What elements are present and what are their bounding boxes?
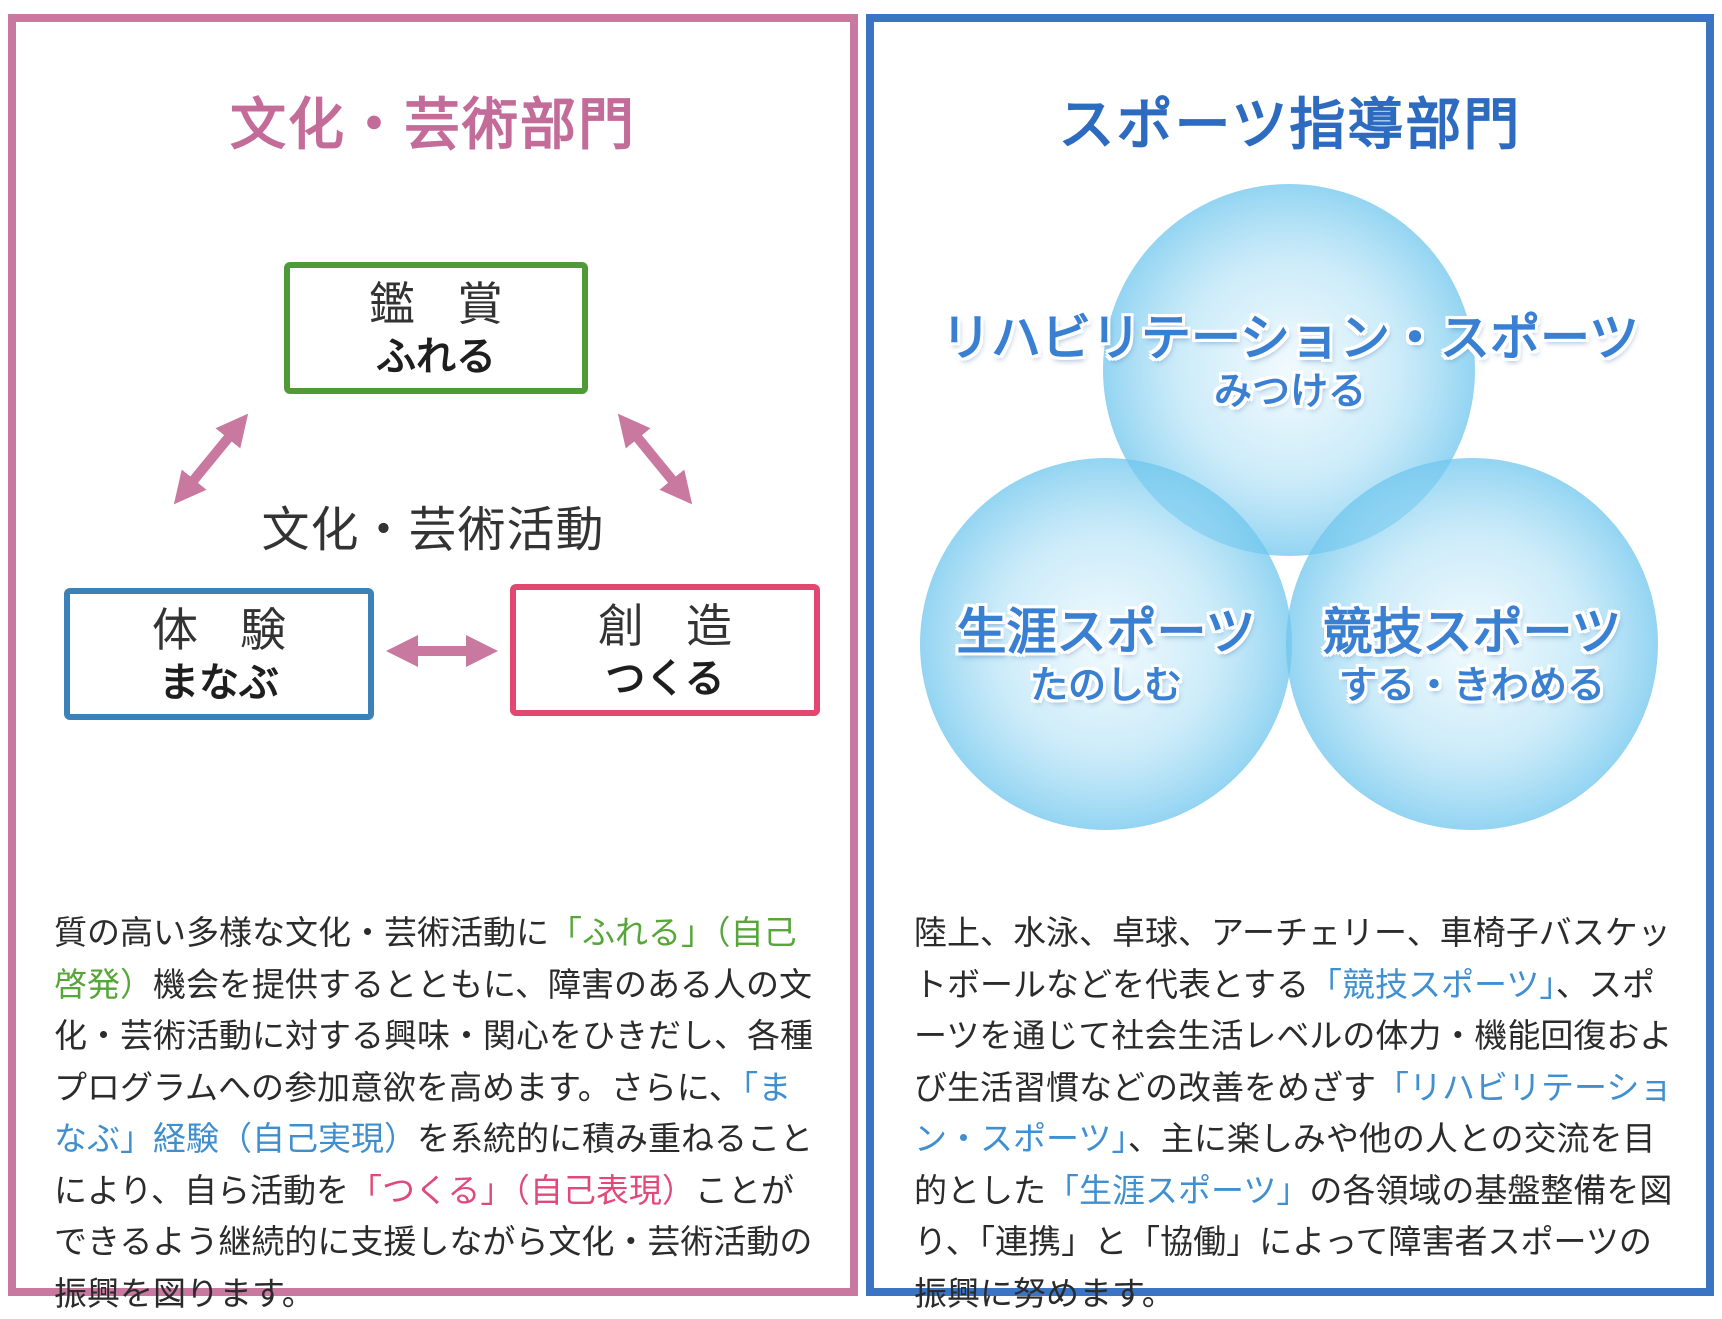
venn-label-competitive: 競技スポーツ する・きわめる — [1292, 602, 1652, 708]
desc-text-4: の各領域の基盤整備を図り、「連携」と「協働」によって障害者スポーツの振興に努めま… — [914, 1170, 1673, 1313]
sports-panel: スポーツ指導部門 リハビリテーション・スポーツ みつける 生涯スポーツ たのしむ… — [866, 14, 1714, 1313]
desc-text-3: 、主に楽しみや他の人との交流を目的とした — [914, 1119, 1656, 1210]
desc-text-1: 質の高い多様な文化・芸術活動に — [54, 913, 549, 952]
desc-highlight-manabu: 「まなぶ」経験（自己実現） — [54, 1067, 792, 1159]
desc-text-2: 、スポーツを通じて社会生活レベルの体力・機能回復および生活習慣などの改善をめざす — [914, 964, 1673, 1107]
box-taiken-sub: まなぶ — [159, 660, 279, 706]
desc-highlight-lifelong: 「生涯スポーツ」 — [1046, 1170, 1310, 1210]
venn-competitive-main: 競技スポーツ — [1322, 603, 1622, 661]
box-kansho: 鑑賞 ふれる — [284, 262, 588, 394]
venn-rehab-sub: みつける — [1213, 369, 1366, 413]
box-kansho-sub: ふれる — [376, 334, 496, 380]
desc-text-3: を系統的に積み重ねることにより、自ら活動を — [54, 1119, 813, 1210]
culture-arts-title: 文化・芸術部門 — [230, 93, 636, 158]
circle-competitive — [1286, 458, 1658, 830]
box-sozo: 創造 つくる — [510, 584, 820, 716]
venn-lifelong-main: 生涯スポーツ — [956, 603, 1256, 661]
sports-description: 陸上、水泳、卓球、アーチェリー、車椅子バスケットボールなどを代表とする「競技スポ… — [914, 907, 1684, 1319]
center-label: 文化・芸術活動 — [261, 502, 605, 558]
sports-venn-diagram — [920, 184, 1658, 830]
box-taiken-main: 体験 — [152, 603, 328, 657]
desc-text-4: ことができるよう継続的に支援しながら文化・芸術活動の振興を図ります。 — [54, 1170, 813, 1313]
desc-highlight-competitive: 「競技スポーツ」 — [1309, 964, 1556, 1004]
desc-text-1: 陸上、水泳、卓球、アーチェリー、車椅子バスケットボールなどを代表とする — [914, 913, 1671, 1004]
desc-highlight-rehab: 「リハビリテーション・スポーツ」 — [914, 1067, 1673, 1159]
box-sozo-main: 創造 — [598, 599, 774, 653]
desc-highlight-fureru: 「ふれる」（自己啓発） — [54, 913, 797, 1004]
arrow-kansho-taiken — [173, 413, 249, 505]
box-taiken: 体験 まなぶ — [64, 588, 374, 720]
sports-title: スポーツ指導部門 — [1058, 93, 1522, 158]
box-sozo-sub: つくる — [605, 656, 725, 702]
circle-lifelong — [920, 458, 1292, 830]
venn-label-rehab: リハビリテーション・スポーツ みつける — [874, 308, 1706, 414]
venn-competitive-sub: する・きわめる — [1338, 663, 1605, 707]
circle-rehab — [1103, 184, 1475, 556]
arrow-kansho-sozo — [617, 413, 693, 505]
desc-highlight-tsukuru: 「つくる」（自己表現） — [349, 1170, 695, 1210]
venn-lifelong-sub: たのしむ — [1029, 663, 1182, 707]
activity-arrows — [173, 413, 693, 668]
venn-label-lifelong: 生涯スポーツ たのしむ — [926, 602, 1286, 708]
culture-arts-description: 質の高い多様な文化・芸術活動に「ふれる」（自己啓発）機会を提供するとともに、障害… — [54, 907, 824, 1319]
desc-text-2: 機会を提供するとともに、障害のある人の文化・芸術活動に対する興味・関心をひきだし… — [54, 964, 813, 1107]
box-kansho-main: 鑑賞 — [369, 277, 545, 331]
venn-rehab-main: リハビリテーション・スポーツ — [941, 309, 1639, 367]
culture-arts-panel: 文化・芸術部門 鑑賞 ふれる 文化・芸術活動 体験 まなぶ 創造 つくる 質の高… — [8, 14, 858, 1313]
